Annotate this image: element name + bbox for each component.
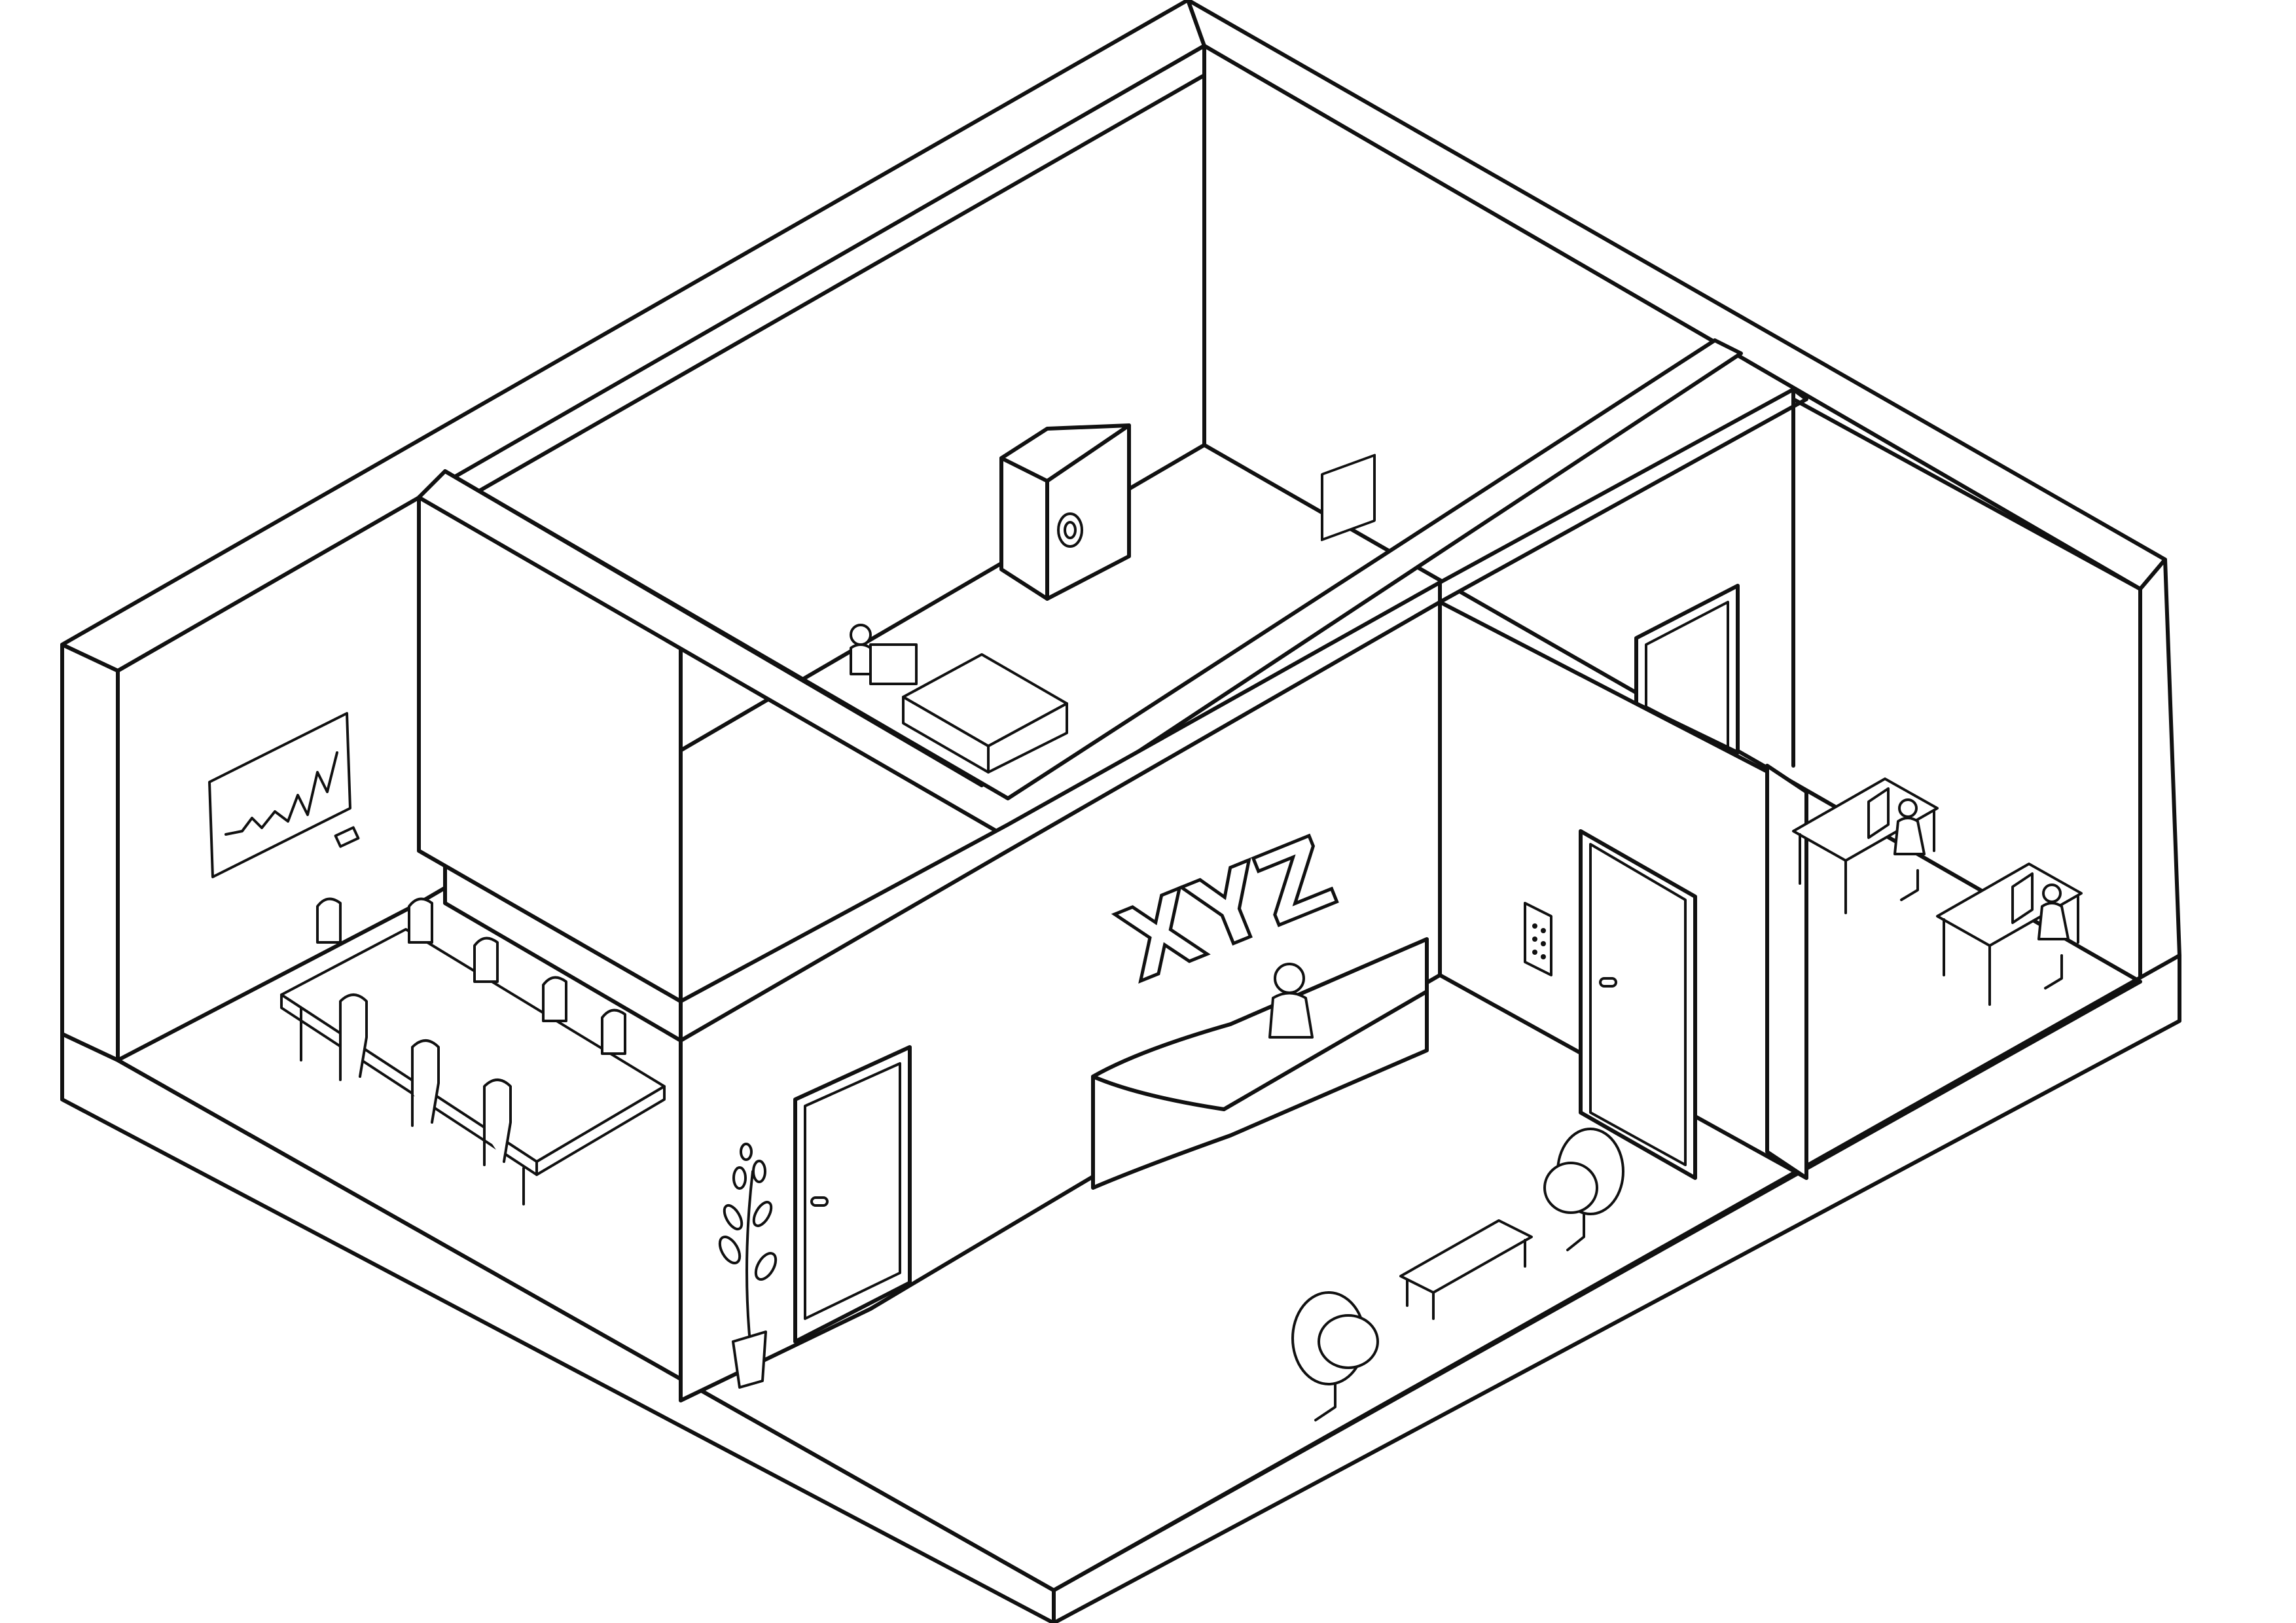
lounge-area xyxy=(1291,1128,1624,1421)
office-wing-right-corner xyxy=(1791,397,2142,591)
outer-walls xyxy=(60,0,2181,1623)
chair xyxy=(408,897,433,944)
office-door xyxy=(1579,829,1697,1180)
person-head xyxy=(1898,798,1918,818)
coffee-table xyxy=(1399,1219,1533,1294)
chair xyxy=(316,897,342,944)
wall-chart-line xyxy=(224,751,338,836)
office-desk-2 xyxy=(1936,863,2083,1006)
floor-edge-right xyxy=(1052,980,2142,1592)
person-head xyxy=(2042,883,2062,903)
reception-door xyxy=(793,1045,912,1344)
person-head xyxy=(1274,963,1305,994)
meeting-chairs-front xyxy=(339,993,512,1166)
reception-monitor xyxy=(1321,454,1376,541)
safe-dial xyxy=(1057,512,1083,548)
door-keypad xyxy=(1524,902,1552,976)
office-partition-top xyxy=(1438,387,1808,604)
monitor xyxy=(1867,787,1890,839)
safe xyxy=(999,423,1131,601)
door-handle xyxy=(1599,977,1617,988)
monitor xyxy=(2011,872,2034,924)
office-back-door xyxy=(1634,584,1740,755)
plant-stem xyxy=(745,1170,754,1336)
office-desk-1 xyxy=(1792,777,1939,914)
floor-edge-left xyxy=(116,1058,1056,1592)
receptionist xyxy=(1268,963,1314,1039)
wall-chart-board xyxy=(208,712,360,878)
chair xyxy=(411,1039,440,1127)
vault-room xyxy=(850,423,1131,774)
meeting-room xyxy=(208,712,666,1205)
chair xyxy=(473,936,499,983)
person-body xyxy=(1893,817,1926,855)
meeting-chairs-back xyxy=(316,897,626,1055)
reception-desk xyxy=(1091,454,1429,1190)
person-body xyxy=(850,643,872,675)
chair xyxy=(542,976,567,1022)
chair xyxy=(601,1008,626,1055)
vault-room-left-wall-edge xyxy=(443,469,984,787)
chair xyxy=(339,993,368,1081)
person-body xyxy=(2037,902,2070,940)
person-head xyxy=(850,624,872,646)
person-body xyxy=(1268,991,1314,1039)
chair xyxy=(483,1079,512,1166)
back-room-desk xyxy=(850,624,1068,774)
office-wing xyxy=(1524,584,2083,1180)
office-chair xyxy=(2044,954,2063,990)
wall-light-switch xyxy=(334,826,360,848)
left-outer-wall xyxy=(60,643,120,1062)
office-divider-wall-end xyxy=(1765,764,1808,1180)
monitor xyxy=(869,643,918,685)
office-chair xyxy=(1900,869,1919,901)
right-outer-wall xyxy=(2138,558,2181,984)
door-handle xyxy=(810,1196,829,1207)
plant-pot xyxy=(732,1330,767,1389)
potted-plant xyxy=(718,1143,778,1389)
